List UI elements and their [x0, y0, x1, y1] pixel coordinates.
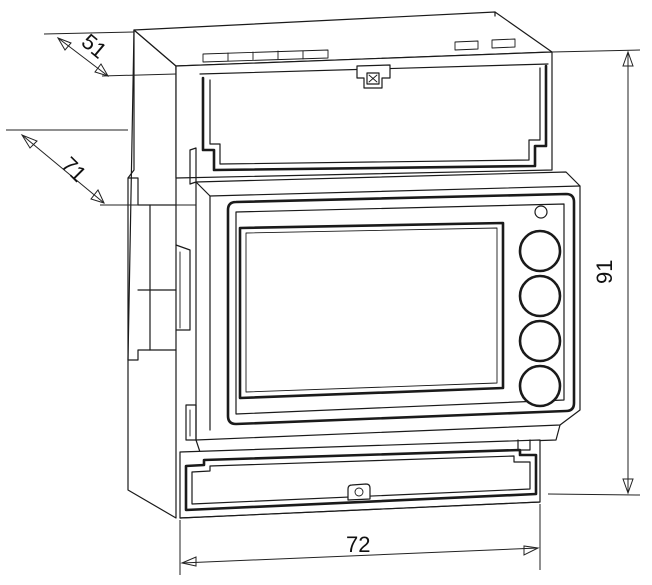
width-dimension-label: 72	[346, 532, 370, 557]
display-panel	[226, 192, 576, 426]
depth-top-dimension-label: 51	[77, 29, 112, 64]
button-1-icon[interactable]	[518, 229, 562, 273]
button-3-icon[interactable]	[518, 319, 562, 363]
lower-terminal-block	[179, 439, 541, 519]
led-icon	[534, 205, 548, 219]
top-terminal-slots	[202, 38, 516, 63]
upper-terminal-block	[175, 51, 553, 185]
dimension-height: 91	[547, 49, 641, 496]
lcd-screen	[238, 221, 505, 400]
button-4-icon[interactable]	[518, 364, 562, 408]
meter-side-panel	[127, 29, 191, 519]
height-dimension-label: 91	[592, 260, 617, 284]
bottom-seal-hook	[347, 483, 371, 501]
button-2-icon[interactable]	[518, 274, 562, 318]
button-column	[518, 229, 562, 408]
depth-dimension-label: 71	[56, 152, 91, 187]
dimension-width: 72	[179, 504, 541, 575]
top-seal-hook	[356, 64, 391, 89]
